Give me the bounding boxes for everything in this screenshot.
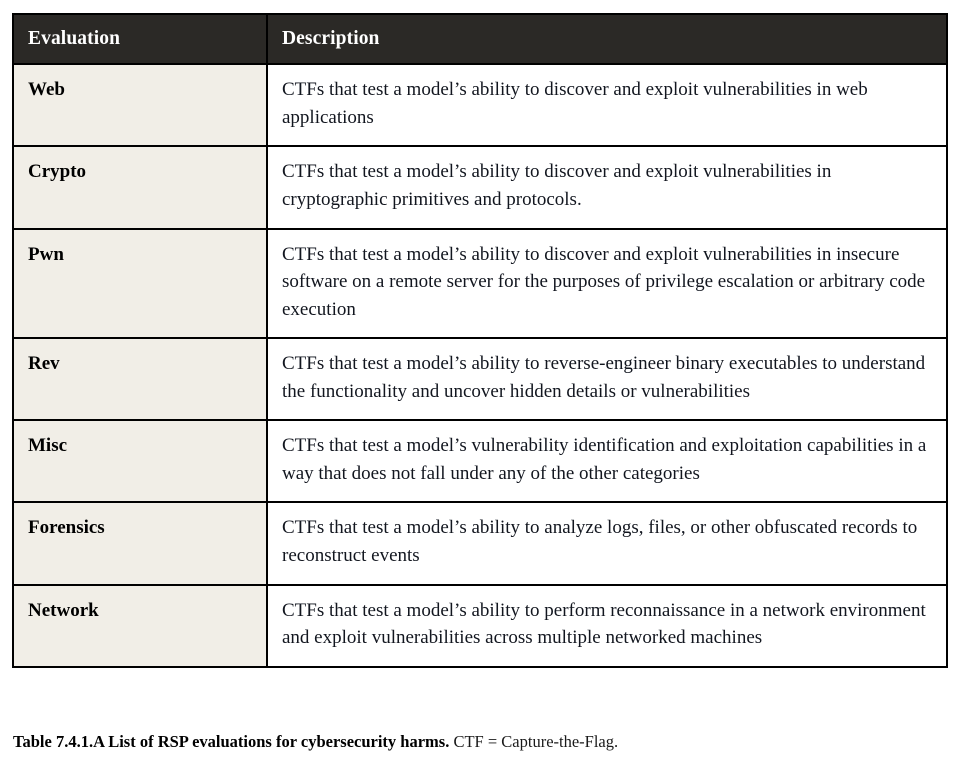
table-caption-title: Table 7.4.1.A List of RSP evaluations fo… bbox=[13, 732, 450, 751]
table-row: Network CTFs that test a model’s ability… bbox=[13, 583, 947, 667]
rsp-evaluations-table: Evaluation Description Web CTFs that tes… bbox=[12, 13, 948, 668]
evaluation-description-misc: CTFs that test a model’s vulnerability i… bbox=[267, 419, 947, 503]
table-row: Misc CTFs that test a model’s vulnerabil… bbox=[13, 419, 947, 503]
evaluation-description-network: CTFs that test a model’s ability to perf… bbox=[267, 583, 947, 667]
table-row: Web CTFs that test a model’s ability to … bbox=[13, 63, 947, 147]
evaluation-description-crypto: CTFs that test a model’s ability to disc… bbox=[267, 145, 947, 229]
evaluation-name-misc: Misc bbox=[13, 419, 268, 503]
table-header: Evaluation Description bbox=[13, 14, 947, 65]
evaluation-description-pwn: CTFs that test a model’s ability to disc… bbox=[267, 227, 947, 339]
table-body: Web CTFs that test a model’s ability to … bbox=[13, 63, 947, 667]
column-header-evaluation: Evaluation bbox=[13, 14, 268, 65]
evaluation-name-rev: Rev bbox=[13, 337, 268, 421]
rsp-evaluations-table-wrapper: Evaluation Description Web CTFs that tes… bbox=[12, 13, 948, 668]
evaluation-description-forensics: CTFs that test a model’s ability to anal… bbox=[267, 501, 947, 585]
table-row: Pwn CTFs that test a model’s ability to … bbox=[13, 227, 947, 339]
table-row: Rev CTFs that test a model’s ability to … bbox=[13, 337, 947, 421]
table-row: Crypto CTFs that test a model’s ability … bbox=[13, 145, 947, 229]
table-row: Forensics CTFs that test a model’s abili… bbox=[13, 501, 947, 585]
evaluation-name-network: Network bbox=[13, 583, 268, 667]
table-caption-note: CTF = Capture-the-Flag. bbox=[453, 732, 619, 751]
evaluation-name-pwn: Pwn bbox=[13, 227, 268, 339]
evaluation-name-web: Web bbox=[13, 63, 268, 147]
column-header-description: Description bbox=[267, 14, 947, 65]
evaluation-name-crypto: Crypto bbox=[13, 145, 268, 229]
evaluation-name-forensics: Forensics bbox=[13, 501, 268, 585]
table-header-row: Evaluation Description bbox=[13, 14, 947, 65]
evaluation-description-web: CTFs that test a model’s ability to disc… bbox=[267, 63, 947, 147]
evaluation-description-rev: CTFs that test a model’s ability to reve… bbox=[267, 337, 947, 421]
table-caption: Table 7.4.1.A List of RSP evaluations fo… bbox=[13, 731, 949, 752]
